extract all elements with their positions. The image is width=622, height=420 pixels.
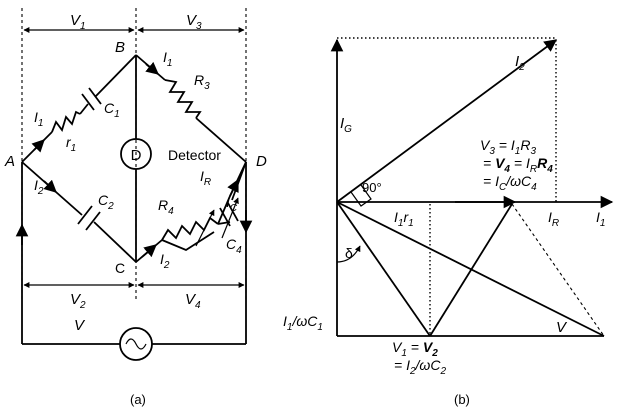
i2-label: I2 (515, 53, 525, 73)
c4-branch-wire-2 (161, 231, 215, 252)
i2-bottom-label: I2 (160, 251, 170, 271)
arm-bd-wire-2 (195, 117, 247, 163)
i1-phasor-label: I1 (596, 209, 605, 229)
variable-arrow-c4 (221, 197, 239, 239)
v3-label: V3 (186, 12, 202, 32)
ac-source (119, 327, 153, 361)
circuit-figure-a: D A B C D V1 V3 V2 V4 C1 r1 R3 C2 R4 C4 (4, 8, 267, 407)
phasor-figure-b: IG I2 90° I1r1 IR I1 δ V I1/ωC1 V3 = I1R… (283, 37, 614, 407)
right-angle-mark (350, 184, 372, 207)
ir-label: IR (200, 168, 211, 188)
r1-label: r1 (66, 134, 76, 154)
r3-label: R3 (194, 72, 210, 92)
i1r1-label: I1r1 (394, 209, 414, 229)
current-arrow-i1-left (31, 139, 45, 153)
current-arrow-i1-right (145, 61, 159, 75)
ir-phasor-label: IR (548, 209, 559, 229)
i1-wc1-label: I1/ωC1 (283, 313, 323, 333)
v-phasor-label: V (556, 319, 568, 336)
variable-arrow-r4 (195, 209, 215, 247)
v4-label: V4 (185, 291, 201, 311)
v2-label: V2 (70, 291, 86, 311)
arm-ab-wire-3 (94, 54, 137, 98)
caption-a: (a) (130, 392, 146, 407)
node-c-label: C (115, 260, 125, 276)
eq-v3-line2: = V4 = IRR4 (483, 155, 553, 175)
v3-dashed-line (511, 203, 605, 337)
detector-symbol-label: D (131, 147, 142, 164)
node-b-label: B (115, 39, 125, 56)
ig-label: IG (340, 115, 352, 135)
resistor-r4 (161, 216, 219, 241)
c1-label: C1 (104, 100, 120, 120)
v-phasor (336, 201, 605, 337)
eq-v3-line1: V3 = I1R3 (480, 137, 536, 157)
resistor-r3 (164, 79, 202, 119)
i1-left-label: I1 (34, 109, 43, 129)
v3-phasor (429, 203, 513, 337)
r4-label: R4 (158, 197, 174, 217)
delta-label: δ (345, 245, 353, 261)
detector-label: Detector (168, 147, 221, 163)
source-v-label: V (74, 317, 86, 334)
capacitor-c2-plate2 (85, 211, 101, 231)
current-arrow-ir (227, 178, 239, 197)
v1-phasor (336, 201, 431, 337)
i2-phasor (336, 39, 558, 203)
resistor-r1 (51, 110, 81, 133)
capacitor-c1-plate1 (81, 93, 95, 111)
caption-b: (b) (454, 392, 470, 407)
delta-angle-arc (336, 245, 361, 263)
current-arrow-i2-left (43, 179, 57, 193)
arm-ab-wire-2 (79, 103, 89, 115)
c4-label: C4 (226, 236, 242, 256)
ac-source-sine-icon (125, 338, 147, 350)
eq-v1-line2: = I2/ωC2 (394, 357, 446, 377)
angle-90-label: 90° (362, 180, 382, 195)
node-a-label: A (4, 153, 15, 170)
i1-right-label: I1 (163, 49, 172, 69)
v1-label: V1 (70, 12, 86, 32)
eq-v3-line3: = IC/ωC4 (483, 173, 537, 193)
current-arrow-i2-bottom (141, 244, 157, 258)
capacitor-c2-plate1 (77, 205, 93, 225)
eq-v1-line1: V1 = V2 (392, 339, 438, 359)
ic-label: IC (226, 194, 238, 214)
node-d-label: D (256, 153, 267, 170)
i2-left-label: I2 (34, 177, 44, 197)
arm-ac-wire-2 (93, 221, 137, 263)
c2-label: C2 (98, 192, 114, 212)
